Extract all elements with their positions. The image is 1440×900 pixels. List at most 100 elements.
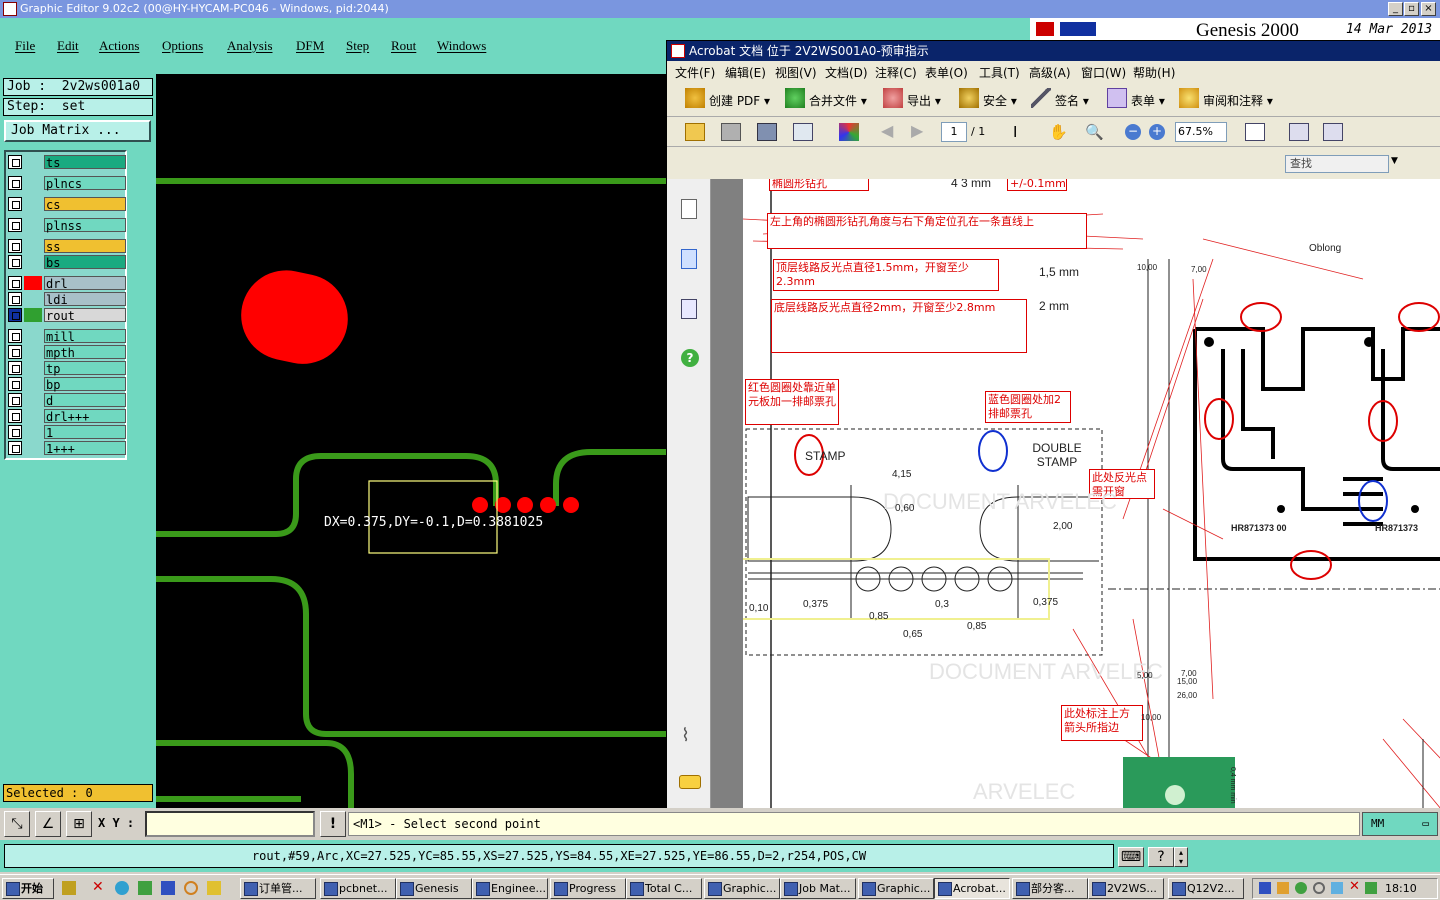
taskbar-item[interactable]: Job Mat... <box>780 878 856 899</box>
layer-row-0[interactable]: ts <box>8 155 126 170</box>
units-selector[interactable]: MM▭ <box>1362 812 1438 836</box>
graphic-canvas[interactable]: DX=0.375,DY=-0.1,D=0.3881025 <box>156 74 668 808</box>
taskbar-item[interactable]: Progress <box>550 878 626 899</box>
minimize-button[interactable]: _ <box>1388 2 1403 16</box>
taskbar-item[interactable]: Acrobat... <box>934 878 1010 899</box>
fit-width-icon[interactable] <box>1289 123 1309 141</box>
color-icon[interactable] <box>839 123 859 141</box>
zoom-input[interactable]: 67.5% <box>1175 122 1227 142</box>
layer-checkbox[interactable] <box>8 239 22 253</box>
hand-icon[interactable]: ✋ <box>1049 123 1068 141</box>
help-button[interactable]: ? <box>1148 847 1174 867</box>
help-icon[interactable]: ? <box>681 349 699 367</box>
menu-options[interactable]: Options <box>162 38 204 53</box>
sign-button[interactable]: 签名 ▾ <box>1029 88 1089 109</box>
acro-menu-edit[interactable]: 编辑(E) <box>725 66 766 80</box>
menu-dfm[interactable]: DFM <box>296 38 325 53</box>
layer-checkbox[interactable] <box>8 393 22 407</box>
save-icon[interactable] <box>757 123 777 141</box>
print-icon[interactable] <box>721 123 741 141</box>
layer-checkbox[interactable] <box>8 377 22 391</box>
layer-row-8[interactable]: rout <box>8 308 126 323</box>
tray-icon[interactable] <box>1277 882 1289 894</box>
layer-checkbox[interactable] <box>8 361 22 375</box>
full-screen-icon[interactable] <box>1323 123 1343 141</box>
document-view[interactable]: 椭圆形钻孔 4 3 mm +/-0.1mm 左上角的椭圆形钻孔角度与右下角定位孔… <box>711 179 1440 815</box>
keyboard-icon[interactable]: ⌨ <box>1118 847 1144 867</box>
layer-checkbox[interactable] <box>8 308 22 322</box>
taskbar-item[interactable]: Graphic... <box>858 878 934 899</box>
open-icon[interactable] <box>685 123 705 141</box>
zoom-tool-icon[interactable]: 🔍 <box>1085 123 1104 141</box>
layer-row-6[interactable]: drl <box>8 276 126 291</box>
forms-button[interactable]: 表单 ▾ <box>1105 88 1165 109</box>
spin-icon[interactable]: ▴▾ <box>1174 847 1188 867</box>
taskbar-item[interactable]: Enginee... <box>472 878 548 899</box>
layer-row-1[interactable]: plncs <box>8 176 126 191</box>
layer-checkbox[interactable] <box>8 176 22 190</box>
acro-menu-file[interactable]: 文件(F) <box>675 66 716 80</box>
close-button[interactable]: × <box>1421 2 1436 16</box>
zoom-fit-icon[interactable]: ⤡ <box>4 811 30 837</box>
prev-page-icon[interactable]: ◀ <box>881 121 894 140</box>
layer-checkbox[interactable] <box>8 409 22 423</box>
layer-checkbox[interactable] <box>8 255 22 269</box>
acro-menu-forms[interactable]: 表单(O) <box>925 66 968 80</box>
taskbar-item[interactable]: pcbnet... <box>320 878 396 899</box>
search-dropdown-icon[interactable]: ▼ <box>1391 156 1398 166</box>
layer-checkbox[interactable] <box>8 425 22 439</box>
quicklaunch-globe-icon[interactable] <box>115 881 129 895</box>
layer-row-10[interactable]: mpth <box>8 345 126 360</box>
signatures-icon[interactable] <box>681 299 697 319</box>
page-number-input[interactable]: 1 <box>941 122 967 142</box>
acro-menu-document[interactable]: 文档(D) <box>825 66 868 80</box>
menu-file[interactable]: File <box>15 38 36 53</box>
fit-page-icon[interactable] <box>1245 123 1265 141</box>
create-pdf-button[interactable]: 创建 PDF ▾ <box>683 88 770 109</box>
menu-step[interactable]: Step <box>346 38 370 53</box>
tray-icon[interactable] <box>1313 882 1325 894</box>
layer-row-11[interactable]: tp <box>8 361 126 376</box>
layer-row-13[interactable]: d <box>8 393 126 408</box>
acro-menu-window[interactable]: 窗口(W) <box>1081 66 1127 80</box>
menu-rout[interactable]: Rout <box>391 38 417 53</box>
search-input[interactable]: 查找 <box>1285 155 1389 173</box>
taskbar-item[interactable]: Q12V2... <box>1168 878 1244 899</box>
info-icon[interactable]: ! <box>320 811 346 837</box>
layer-row-2[interactable]: cs <box>8 197 126 212</box>
layer-checkbox[interactable] <box>8 276 22 290</box>
select-text-icon[interactable]: I <box>1013 123 1018 141</box>
taskbar-item[interactable]: Graphic... <box>704 878 780 899</box>
job-matrix-button[interactable]: Job Matrix ... <box>4 120 151 142</box>
start-button[interactable]: 开始 <box>2 878 54 899</box>
layer-checkbox[interactable] <box>8 441 22 455</box>
acro-menu-advanced[interactable]: 高级(A) <box>1029 66 1071 80</box>
xy-input[interactable] <box>145 811 315 837</box>
review-comment-button[interactable]: 审阅和注释 ▾ <box>1177 88 1273 109</box>
layer-row-16[interactable]: 1+++ <box>8 441 126 456</box>
zoom-out-icon[interactable]: − <box>1125 124 1141 140</box>
menu-actions[interactable]: Actions <box>99 38 140 53</box>
combine-files-button[interactable]: 合并文件 ▾ <box>783 88 867 109</box>
quicklaunch-clock-icon[interactable] <box>184 881 198 895</box>
menu-analysis[interactable]: Analysis <box>227 38 273 53</box>
acro-menu-help[interactable]: 帮助(H) <box>1133 66 1176 80</box>
taskbar-item[interactable]: 订单管... <box>240 878 316 899</box>
taskbar-item[interactable]: 2V2WS... <box>1088 878 1164 899</box>
export-button[interactable]: 导出 ▾ <box>881 88 941 109</box>
quicklaunch-disk-icon[interactable] <box>161 881 175 895</box>
quicklaunch-close-icon[interactable]: ✕ <box>92 879 104 895</box>
menu-edit[interactable]: Edit <box>57 38 79 53</box>
layer-row-4[interactable]: ss <box>8 239 126 254</box>
tray-icon[interactable] <box>1295 882 1307 894</box>
acro-menu-view[interactable]: 视图(V) <box>775 66 817 80</box>
layer-checkbox[interactable] <box>8 292 22 306</box>
layer-checkbox[interactable] <box>8 345 22 359</box>
quicklaunch-folder-icon[interactable] <box>207 881 221 895</box>
layer-row-12[interactable]: bp <box>8 377 126 392</box>
comments-icon[interactable] <box>679 775 701 789</box>
tray-icon[interactable] <box>1331 882 1343 894</box>
layer-row-3[interactable]: plnss <box>8 218 126 233</box>
next-page-icon[interactable]: ▶ <box>911 121 924 140</box>
pages-icon[interactable] <box>681 199 697 219</box>
